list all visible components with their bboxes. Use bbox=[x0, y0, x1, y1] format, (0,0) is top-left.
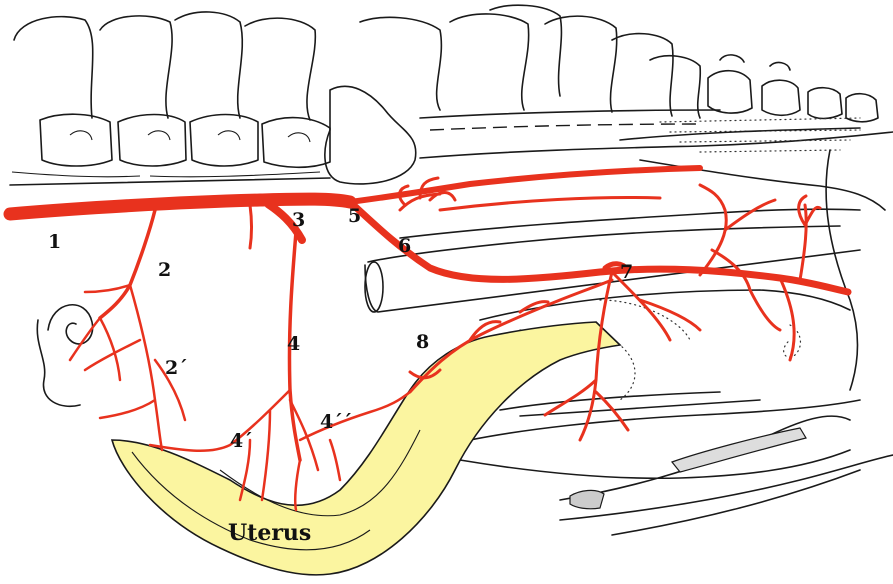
uterine-artery-branch bbox=[250, 205, 252, 248]
caudal-branch bbox=[440, 198, 660, 211]
label-1: 1 bbox=[48, 231, 61, 253]
vestibular-branches bbox=[545, 185, 820, 440]
label-3: 3 bbox=[292, 209, 305, 231]
label-8: 8 bbox=[416, 331, 429, 353]
ovarian-artery bbox=[100, 210, 155, 318]
label-4: 4 bbox=[287, 333, 300, 355]
label-4-prime: 4´ bbox=[230, 430, 253, 452]
label-uterus: Uterus bbox=[228, 520, 311, 546]
label-2-prime: 2´ bbox=[165, 357, 188, 379]
label-2: 2 bbox=[158, 259, 171, 281]
uterus-shape bbox=[112, 322, 620, 575]
label-7: 7 bbox=[620, 261, 633, 283]
vaginal-artery-trunk bbox=[350, 202, 848, 292]
label-4-double-prime: 4´´ bbox=[320, 411, 352, 433]
uterus bbox=[112, 322, 620, 575]
label-5: 5 bbox=[348, 205, 361, 227]
label-6: 6 bbox=[398, 235, 411, 257]
